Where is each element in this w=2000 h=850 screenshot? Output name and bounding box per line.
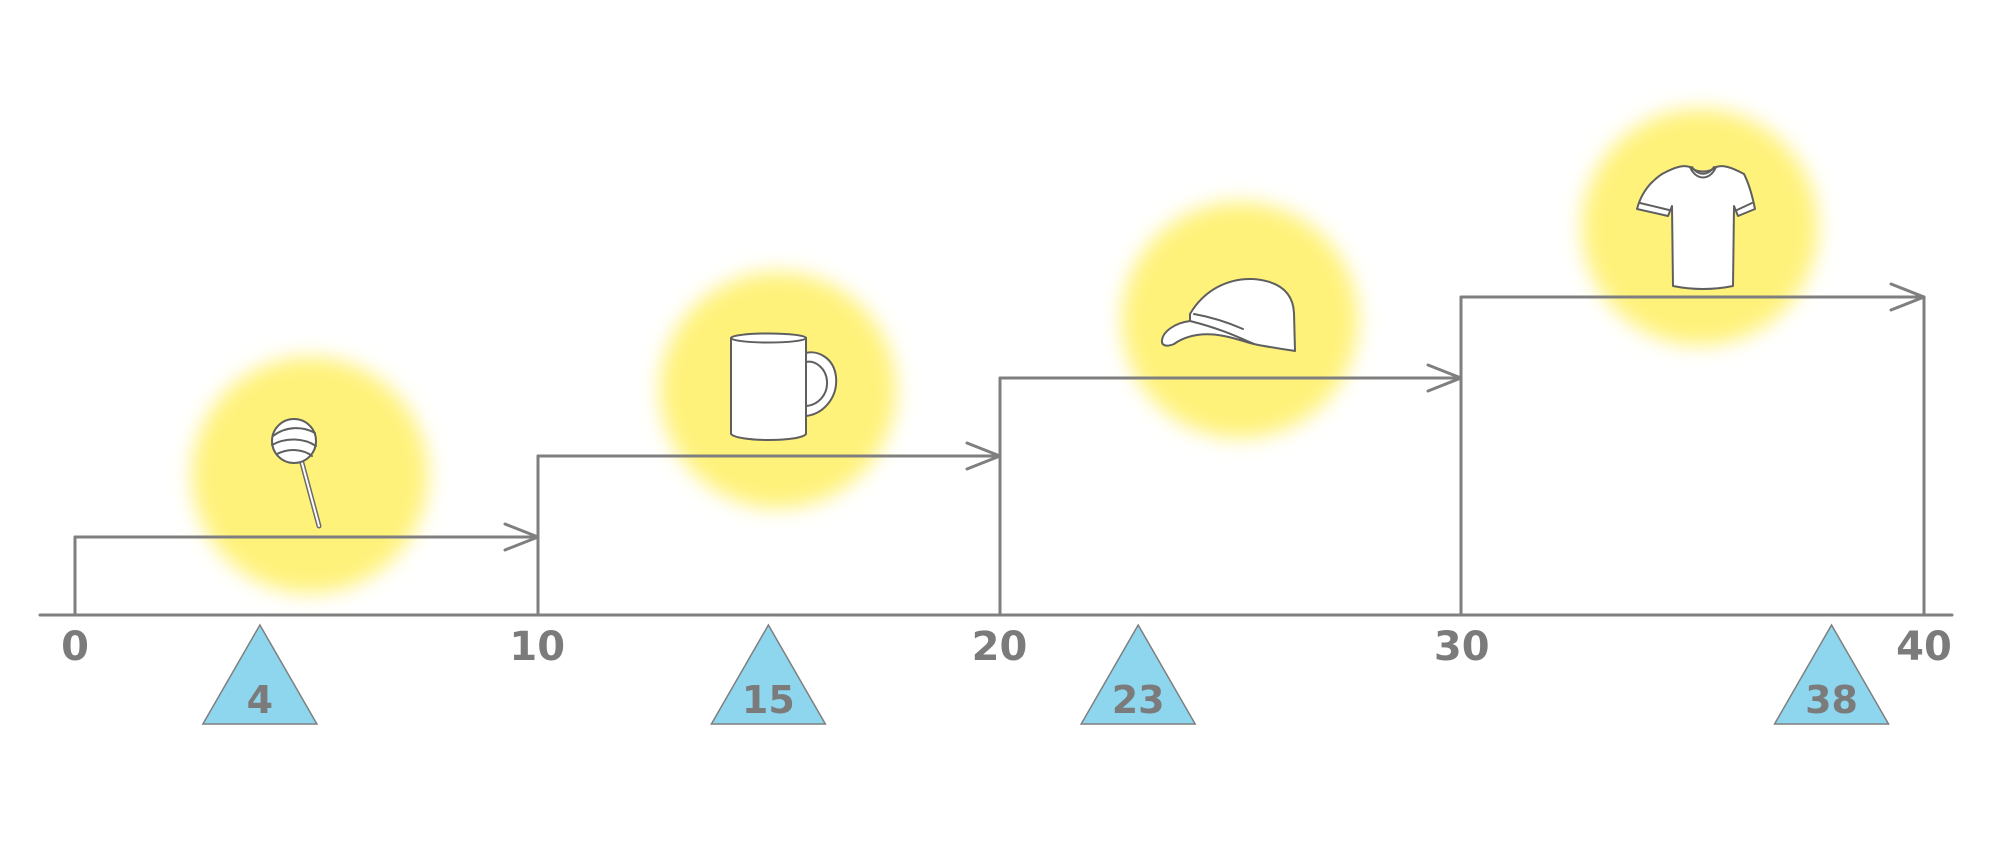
value-marker-23: 23: [1079, 623, 1197, 725]
axis-tick-label-40: 40: [1896, 624, 1952, 670]
step-structure: [38, 282, 1954, 617]
axis-tick-label-0: 0: [61, 624, 89, 670]
axis-tick-label-10: 10: [509, 624, 565, 670]
mug-icon: [730, 332, 838, 441]
glow-circle-lollipop: [192, 357, 428, 593]
item-icons: [271, 165, 1756, 529]
marker-label: 23: [1112, 678, 1165, 722]
marker-triangle: [1079, 623, 1197, 725]
marker-label: 38: [1805, 678, 1858, 722]
cap-icon: [1160, 277, 1296, 352]
axis-tick-label-30: 30: [1434, 624, 1490, 670]
marker-triangle: [201, 623, 319, 725]
value-markers: 4 15 23 38: [201, 623, 1890, 725]
glow-layer: [192, 109, 1818, 593]
marker-label: 4: [247, 678, 273, 722]
marker-triangle: [1773, 623, 1890, 725]
marker-triangle: [710, 623, 827, 725]
value-marker-4: 4: [201, 623, 319, 725]
axis-tick-label-20: 20: [972, 624, 1028, 670]
value-marker-15: 15: [710, 623, 827, 725]
value-marker-38: 38: [1773, 623, 1890, 725]
lollipop-icon: [271, 418, 322, 529]
tshirt-icon: [1636, 165, 1756, 290]
axis-tick-labels: 0 10 20 30 40: [61, 624, 1952, 670]
marker-label: 15: [742, 678, 795, 722]
